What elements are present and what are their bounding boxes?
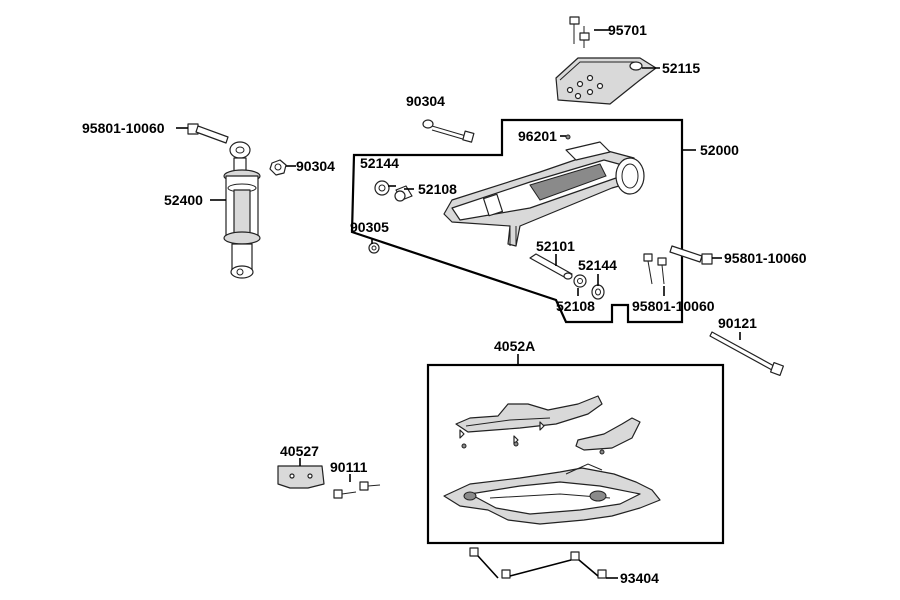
bushing-52144-lower[interactable] xyxy=(591,284,605,300)
swingarm-52000[interactable] xyxy=(443,141,645,247)
label-90121: 90121 xyxy=(718,315,757,331)
screws-93404[interactable] xyxy=(469,547,607,579)
label-40527: 40527 xyxy=(280,443,319,459)
label-95801-right: 95801-10060 xyxy=(724,250,807,266)
screws-90111[interactable] xyxy=(333,481,381,499)
nut-90304-right[interactable] xyxy=(269,159,287,176)
bolts-95801-lower[interactable] xyxy=(643,253,667,285)
bolt-95701[interactable] xyxy=(569,16,590,48)
plate-40527[interactable] xyxy=(277,465,325,489)
bolt-90121[interactable] xyxy=(709,331,785,377)
label-52144-upper: 52144 xyxy=(360,155,399,171)
bolt-95801-left[interactable] xyxy=(187,123,229,144)
label-52101: 52101 xyxy=(536,238,575,254)
label-52108-lower: 52108 xyxy=(556,298,595,314)
bracket-52115[interactable] xyxy=(555,57,657,105)
label-52115: 52115 xyxy=(662,60,700,76)
label-90304-right: 90304 xyxy=(296,158,335,174)
bolt-90304-top[interactable] xyxy=(422,119,475,143)
label-90111: 90111 xyxy=(330,459,368,475)
washer-90305[interactable] xyxy=(368,242,380,254)
shock-absorber-52400[interactable] xyxy=(223,141,261,279)
label-90304-top: 90304 xyxy=(406,93,445,109)
label-52144-lower: 52144 xyxy=(578,257,617,273)
shaft-52101[interactable] xyxy=(529,253,573,280)
label-52108-upper: 52108 xyxy=(418,181,457,197)
bushing-52144-upper[interactable] xyxy=(374,180,390,196)
bolt-95801-right[interactable] xyxy=(669,245,713,265)
label-95801-lower: 95801-10060 xyxy=(632,298,715,314)
label-93404: 93404 xyxy=(620,570,659,586)
label-96201: 96201 xyxy=(518,128,557,144)
label-90305: 90305 xyxy=(350,219,389,235)
swingarm-group-frame xyxy=(350,118,684,324)
collar-52108-lower[interactable] xyxy=(573,274,587,288)
label-95701: 95701 xyxy=(608,22,647,38)
label-95801-left: 95801-10060 xyxy=(82,120,165,136)
pin-96201[interactable] xyxy=(565,134,571,140)
undercover-set-4052A[interactable] xyxy=(443,395,661,525)
label-52000: 52000 xyxy=(700,142,739,158)
label-4052A: 4052A xyxy=(494,338,535,354)
undercover-group-frame xyxy=(426,363,725,545)
label-52400: 52400 xyxy=(164,192,203,208)
